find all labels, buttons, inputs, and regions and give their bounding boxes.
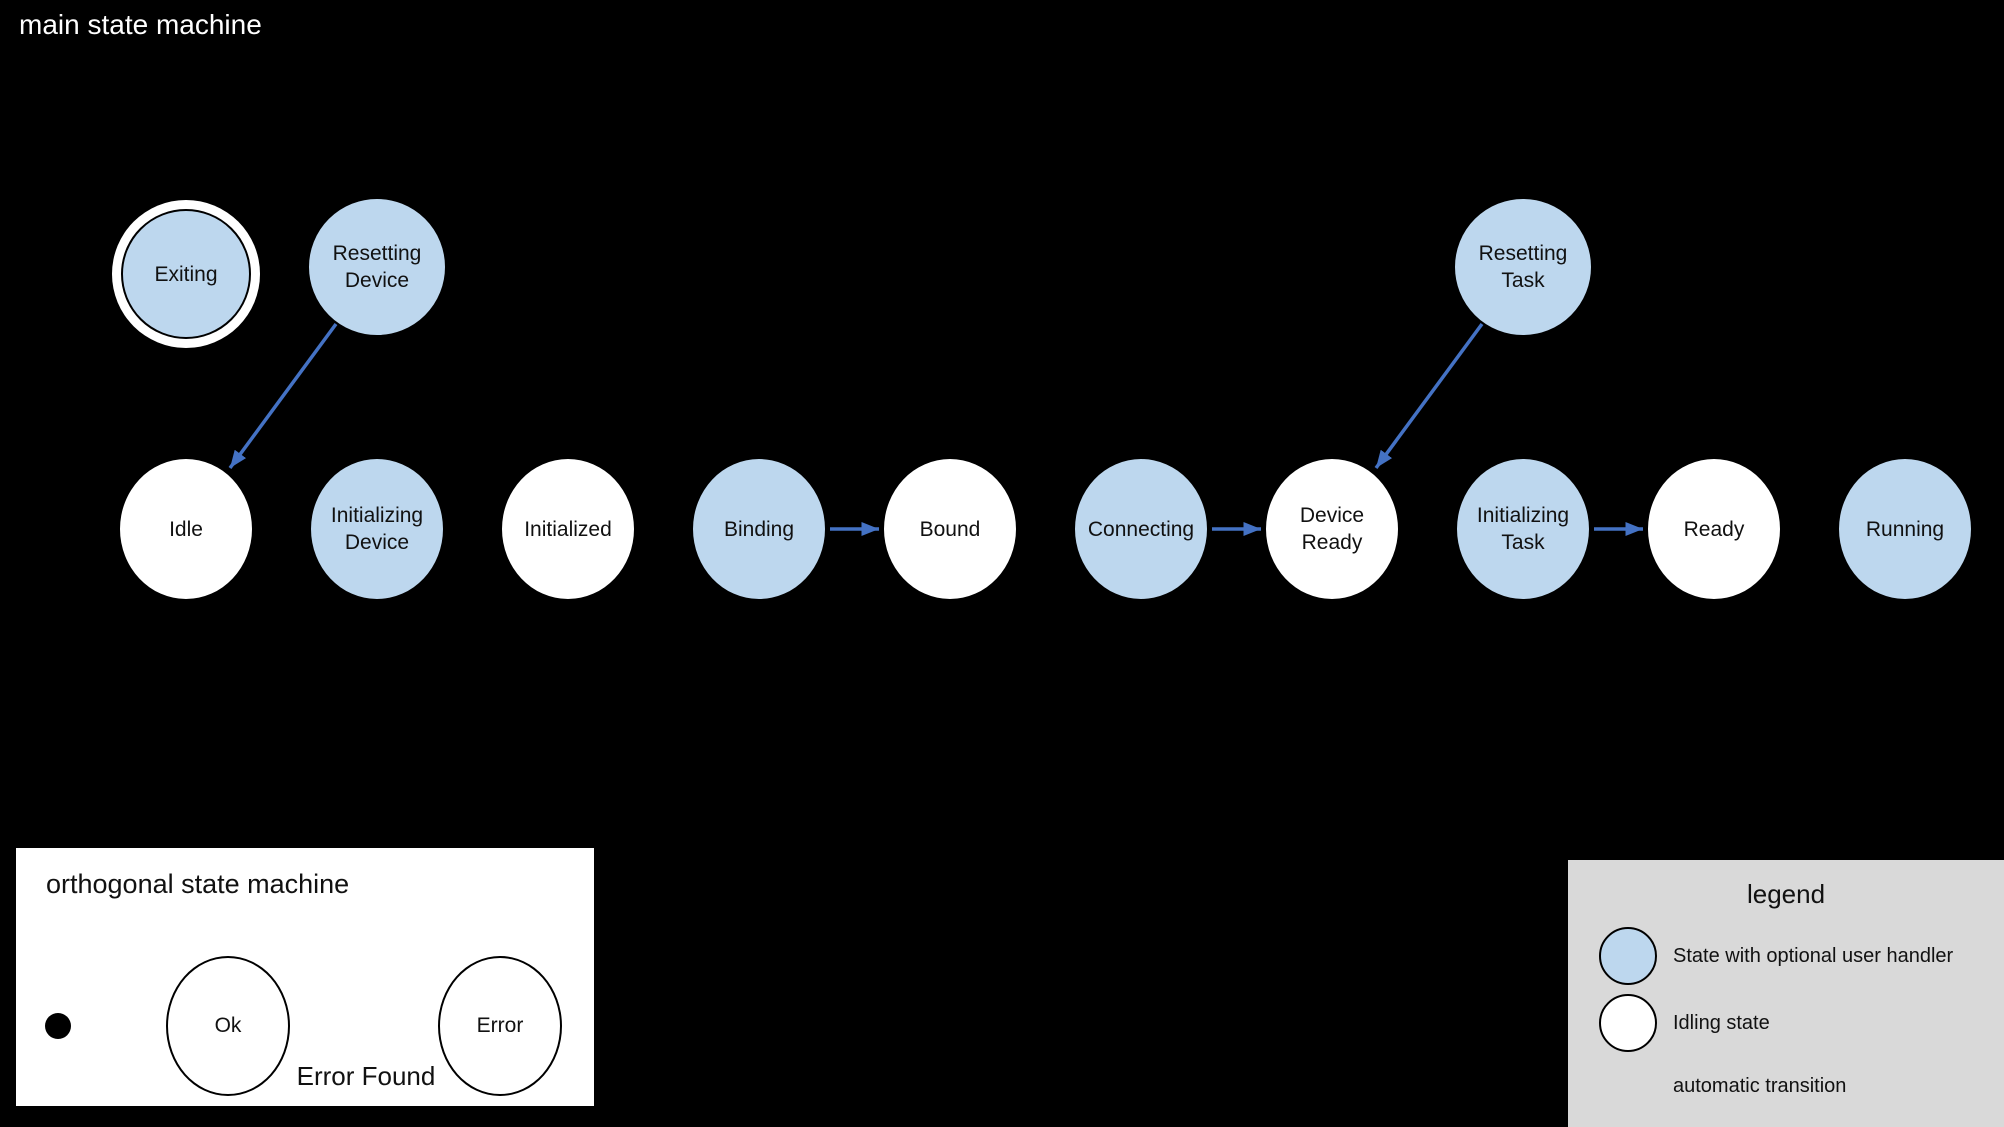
state-label: Idle (169, 517, 203, 541)
state-exiting-final-ring: Exiting (112, 200, 260, 348)
state-resetting-device: Resetting Device (307, 197, 447, 337)
state-initializing-device: Initializing Device (309, 457, 445, 601)
state-label: Initializing Task (1476, 504, 1570, 554)
page-title: main state machine (19, 9, 262, 40)
state-ok: Ok (166, 956, 290, 1096)
state-idle: Idle (118, 457, 254, 601)
state-initialized: Initialized (500, 457, 636, 601)
state-device-ready: Device Ready (1264, 457, 1400, 601)
state-resetting-task: Resetting Task (1453, 197, 1593, 337)
state-running: Running (1837, 457, 1973, 601)
state-bound: Bound (882, 457, 1018, 601)
transition-resetting-device-to-idle (228, 322, 338, 470)
state-ready: Ready (1646, 457, 1782, 601)
handler-state-swatch (1599, 927, 1657, 985)
state-label: Initialized (524, 517, 612, 541)
transition-resetting-task-to-device-ready (1374, 322, 1484, 470)
orthogonal-state-machine-panel: orthogonal state machine Ok Error Error … (16, 848, 594, 1106)
state-label: Ok (214, 1014, 242, 1037)
idling-state-swatch (1599, 994, 1657, 1052)
state-label: Ready (1683, 517, 1745, 541)
orthogonal-panel-title: orthogonal state machine (46, 869, 350, 899)
legend-item-label: State with optional user handler (1673, 945, 1954, 967)
state-label: Binding (723, 517, 795, 541)
state-initializing-task: Initializing Task (1455, 457, 1591, 601)
legend-item-label: automatic transition (1673, 1075, 1847, 1097)
state-label: Initializing Device (330, 504, 424, 554)
state-label: Connecting (1087, 517, 1195, 541)
state-label: Resetting Device (332, 242, 422, 292)
state-error: Error (438, 956, 562, 1096)
legend-panel: legend State with optional user handler … (1568, 860, 2004, 1127)
state-connecting: Connecting (1073, 457, 1209, 601)
state-binding: Binding (691, 457, 827, 601)
state-exiting: Exiting (121, 209, 251, 339)
state-label: Error (476, 1014, 524, 1037)
state-label: Device Ready (1299, 504, 1365, 554)
initial-state-dot (45, 1013, 71, 1039)
transition-label-error-found: Error Found (296, 1061, 436, 1091)
legend-item-label: Idling state (1673, 1012, 1770, 1034)
state-label: Resetting Task (1478, 242, 1568, 292)
state-label: Exiting (154, 262, 218, 286)
state-label: Bound (919, 517, 981, 541)
state-label: Running (1865, 517, 1945, 541)
legend-title: legend (1746, 879, 1826, 909)
